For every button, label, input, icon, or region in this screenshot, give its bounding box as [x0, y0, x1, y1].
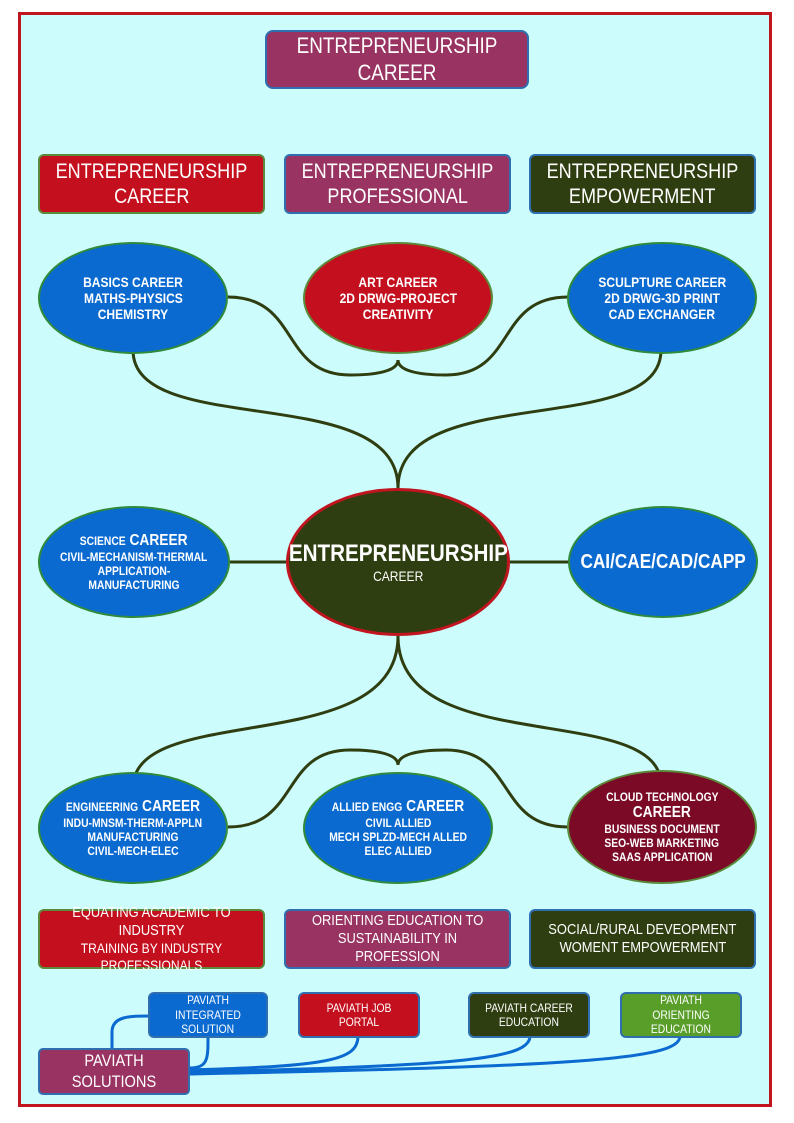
node-art-line2: 2D DRWG-PROJECT	[339, 290, 457, 306]
node-sculpture-line3: CAD EXCHANGER	[608, 306, 716, 322]
top-box-professional-line2: PROFESSIONAL	[327, 185, 468, 208]
node-cloud-prefix: CLOUD TECHNOLOGY	[605, 790, 719, 804]
node-allied-engg-career: ALLIED ENGG CAREER CIVIL ALLIED MECH SPL…	[303, 772, 493, 884]
node-engineering-line3: CIVIL-MECH-ELEC	[87, 844, 179, 858]
title-text: ENTREPRENEURSHIP CAREER	[296, 33, 498, 85]
solution-integrated-line1: PAVIATH INTEGRATED	[175, 993, 241, 1022]
node-science-word: CAREER	[129, 532, 188, 549]
node-science-prefix: SCIENCE	[80, 534, 126, 548]
top-box-career-line2: CAREER	[113, 185, 190, 208]
top-box-empowerment: ENTREPRENEURSHIP EMPOWERMENT	[529, 154, 756, 214]
node-art-line1: ART CAREER	[358, 274, 438, 290]
node-sculpture-line1: SCULPTURE CAREER	[598, 274, 726, 290]
solutions-root-label: PAVIATH SOLUTIONS	[71, 1051, 157, 1091]
center-line1: ENTREPRENEURSHIP	[288, 540, 508, 567]
node-allied-line1: CIVIL ALLIED	[365, 816, 431, 830]
node-allied-prefix: ALLIED ENGG	[331, 800, 403, 814]
node-engineering-word: CAREER	[141, 798, 201, 815]
solution-career-education-line1: PAVIATH CAREER	[485, 1000, 573, 1015]
solution-orienting-education-line1: PAVIATH ORIENTING	[652, 993, 710, 1022]
node-basics-line3: CHEMISTRY	[97, 306, 169, 322]
node-sculpture-career: SCULPTURE CAREER 2D DRWG-3D PRINT CAD EX…	[567, 242, 757, 354]
node-basics-career: BASICS CAREER MATHS-PHYSICS CHEMISTRY	[38, 242, 228, 354]
solution-integrated: PAVIATH INTEGRATED SOLUTION	[148, 992, 268, 1038]
node-science-heading: SCIENCE CAREER	[80, 532, 188, 550]
node-science-career: SCIENCE CAREER CIVIL-MECHANISM-THERMAL A…	[38, 506, 230, 618]
node-science-line1: CIVIL-MECHANISM-THERMAL	[60, 550, 208, 564]
node-cloud-line3: SAAS APPLICATION	[611, 850, 713, 864]
solution-job-portal-line1: PAVIATH JOB PORTAL	[326, 1000, 392, 1029]
node-allied-line3: ELEC ALLIED	[364, 844, 432, 858]
center-node: ENTREPRENEURSHIP CAREER	[286, 488, 510, 636]
node-allied-heading: ALLIED ENGG CAREER	[332, 798, 464, 816]
node-engineering-career: ENGINEERING CAREER INDU-MNSM-THERM-APPLN…	[38, 772, 228, 884]
node-cloud-line2: SEO-WEB MARKETING	[604, 836, 720, 850]
node-engineering-prefix: ENGINEERING	[65, 800, 139, 814]
top-box-professional-line1: ENTREPRENEURSHIP	[301, 159, 494, 183]
solutions-root: PAVIATH SOLUTIONS	[38, 1048, 190, 1095]
bottom-box-empowerment-line2: WOMENT EMPOWERMENT	[559, 939, 726, 956]
diagram-title: ENTREPRENEURSHIP CAREER	[265, 30, 529, 89]
solution-orienting-education: PAVIATH ORIENTING EDUCATION	[620, 992, 742, 1038]
node-cai-label: CAI/CAE/CAD/CAPP	[580, 550, 746, 573]
bottom-box-industry: EQUATING ACADEMIC TO INDUSTRY TRAINING B…	[38, 904, 265, 973]
node-engineering-line2: MANUFACTURING	[87, 830, 179, 844]
node-cai-cae-cad-capp: CAI/CAE/CAD/CAPP	[568, 506, 758, 618]
bottom-box-industry-line1: EQUATING ACADEMIC TO INDUSTRY	[72, 904, 231, 940]
bottom-box-empowerment: SOCIAL/RURAL DEVEOPMENT WOMENT EMPOWERME…	[529, 909, 756, 969]
center-line2: CAREER	[372, 568, 424, 584]
node-sculpture-line2: 2D DRWG-3D PRINT	[604, 290, 720, 306]
top-box-career-line1: ENTREPRENEURSHIP	[55, 159, 248, 183]
top-box-empowerment-line1: ENTREPRENEURSHIP	[546, 159, 739, 183]
solution-career-education-line2: EDUCATION	[498, 1015, 560, 1029]
solution-integrated-line2: SOLUTION	[181, 1022, 235, 1037]
bottom-box-sustainability-line1: ORIENTING EDUCATION TO	[311, 912, 484, 929]
bottom-box-sustainability: ORIENTING EDUCATION TO SUSTAINABILITY IN…	[284, 909, 511, 969]
node-cloud-technology-career: CLOUD TECHNOLOGY CAREER BUSINESS DOCUMEN…	[567, 770, 757, 884]
node-art-career: ART CAREER 2D DRWG-PROJECT CREATIVITY	[303, 242, 493, 354]
node-engineering-heading: ENGINEERING CAREER	[66, 798, 200, 816]
solution-job-portal: PAVIATH JOB PORTAL	[298, 992, 420, 1038]
node-art-line3: CREATIVITY	[362, 306, 434, 322]
bottom-box-sustainability-line2: SUSTAINABILITY IN PROFESSION	[337, 930, 458, 965]
top-box-empowerment-line2: EMPOWERMENT	[569, 185, 716, 208]
node-allied-line2: MECH SPLZD-MECH ALLED	[329, 830, 467, 844]
top-box-professional: ENTREPRENEURSHIP PROFESSIONAL	[284, 154, 511, 214]
top-box-career: ENTREPRENEURSHIP CAREER	[38, 154, 265, 214]
bottom-box-industry-line2: TRAINING BY INDUSTRY PROFESSIONALS	[80, 940, 223, 973]
solution-career-education: PAVIATH CAREER EDUCATION	[468, 992, 590, 1038]
solution-orienting-education-line2: EDUCATION	[650, 1022, 712, 1037]
node-cloud-line1: BUSINESS DOCUMENT	[604, 822, 720, 836]
node-allied-word: CAREER	[406, 798, 465, 815]
node-basics-line1: BASICS CAREER	[83, 274, 183, 290]
node-cloud-word: CAREER	[632, 804, 692, 821]
bottom-box-empowerment-line1: SOCIAL/RURAL DEVEOPMENT	[548, 921, 737, 938]
node-basics-line2: MATHS-PHYSICS	[83, 290, 183, 306]
node-science-line2: APPLICATION-MANUFACTURING	[88, 564, 180, 592]
node-engineering-line1: INDU-MNSM-THERM-APPLN	[63, 816, 203, 830]
